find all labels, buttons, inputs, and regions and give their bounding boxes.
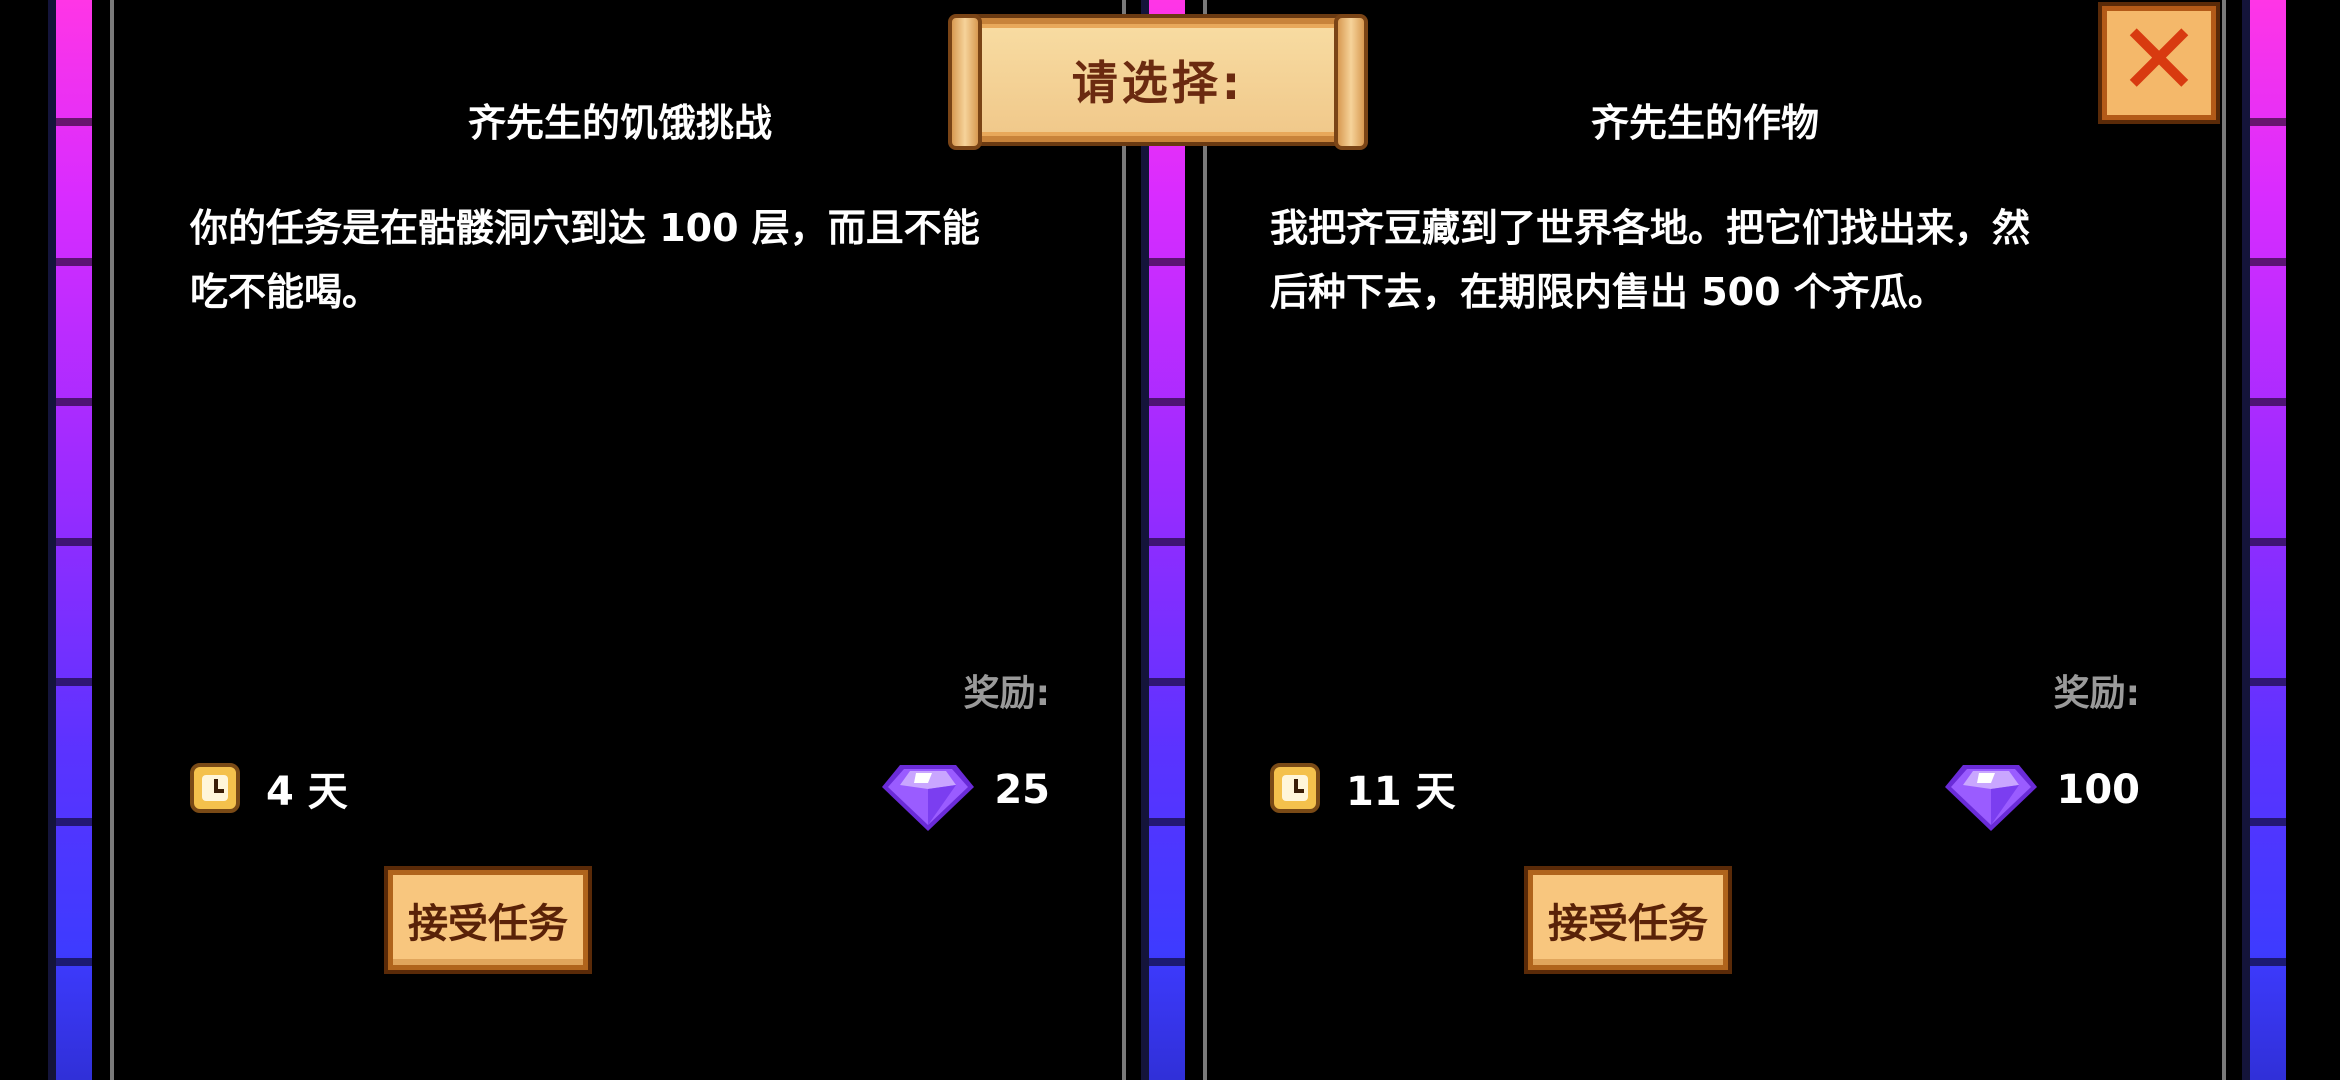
quest-reward: 100 bbox=[1943, 745, 2141, 835]
quest-title: 齐先生的饥饿挑战 bbox=[467, 101, 772, 145]
duration-text: 4 天 bbox=[266, 769, 348, 815]
divider-line bbox=[1122, 0, 1126, 1080]
divider-line bbox=[110, 0, 114, 1080]
close-button[interactable]: ✕ bbox=[2102, 6, 2216, 120]
neon-border-right bbox=[2242, 0, 2286, 1080]
quest-duration: 11 天 bbox=[1270, 755, 1456, 821]
quest-duration: 4 天 bbox=[190, 755, 348, 821]
clock-icon bbox=[1270, 763, 1320, 813]
reward-label: 奖励: bbox=[963, 673, 1050, 714]
divider-line bbox=[1203, 0, 1207, 1080]
close-icon: ✕ bbox=[2117, 1, 2201, 118]
neon-border-left bbox=[48, 0, 92, 1080]
scroll-roll-right bbox=[1334, 14, 1368, 150]
quest-description: 我把齐豆藏到了世界各地。把它们找出来，然 后种下去，在期限内售出 500 个齐瓜… bbox=[1270, 206, 2031, 314]
duration-text: 11 天 bbox=[1346, 769, 1456, 815]
quest-reward: 25 bbox=[880, 745, 1050, 835]
divider-line bbox=[2222, 0, 2226, 1080]
quest-card: 齐先生的作物 我把齐豆藏到了世界各地。把它们找出来，然 后种下去，在期限内售出 … bbox=[1270, 0, 2140, 1080]
accept-quest-button[interactable]: 接受任务 bbox=[1528, 870, 1728, 970]
neon-border-middle bbox=[1141, 0, 1185, 1080]
qi-gem-icon bbox=[1944, 765, 2037, 831]
scroll-roll-left bbox=[948, 14, 982, 150]
page-title: 请选择: bbox=[1071, 56, 1245, 110]
title-scroll: 请选择: bbox=[948, 14, 1368, 150]
reward-label: 奖励: bbox=[2053, 673, 2140, 714]
reward-value: 25 bbox=[994, 767, 1050, 813]
quest-description: 你的任务是在骷髅洞穴到达 100 层，而且不能 吃不能喝。 bbox=[190, 206, 980, 314]
quest-title: 齐先生的作物 bbox=[1590, 101, 1819, 145]
accept-quest-button[interactable]: 接受任务 bbox=[388, 870, 588, 970]
reward-value: 100 bbox=[2056, 767, 2141, 813]
qi-gem-icon bbox=[882, 765, 975, 831]
quest-card: 齐先生的饥饿挑战 你的任务是在骷髅洞穴到达 100 层，而且不能 吃不能喝。 奖… bbox=[190, 0, 1050, 1080]
clock-icon bbox=[190, 763, 240, 813]
